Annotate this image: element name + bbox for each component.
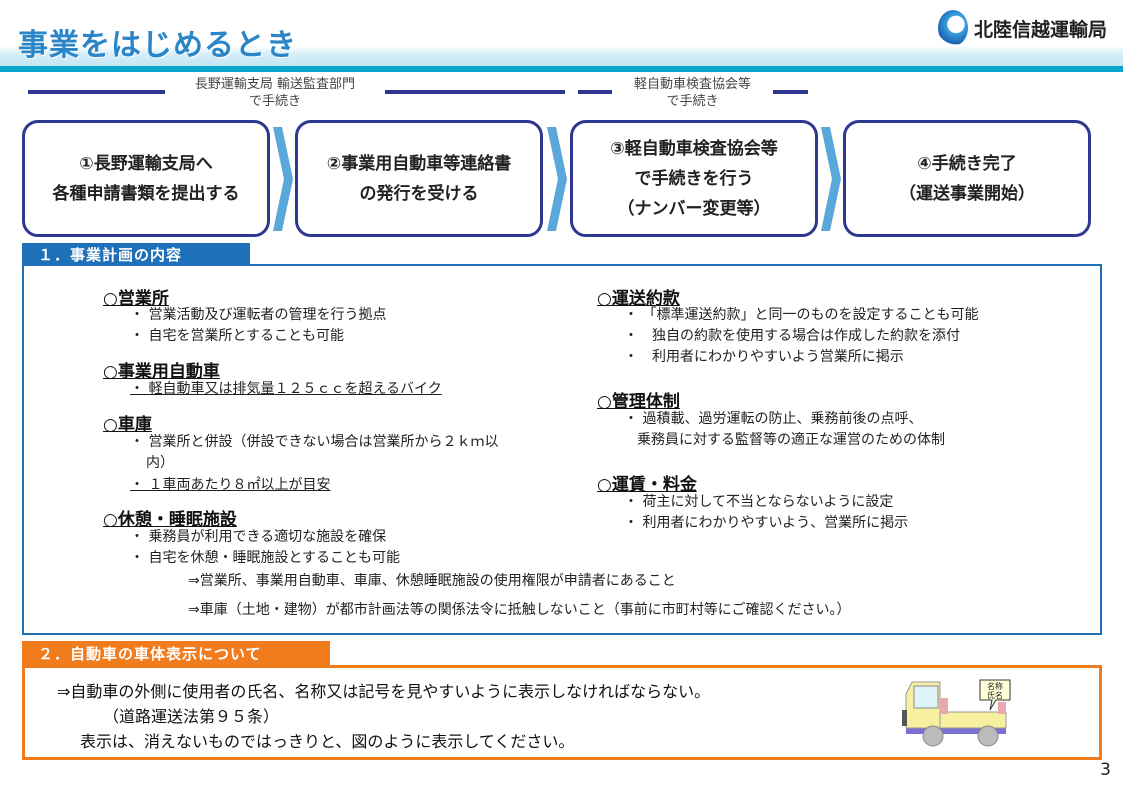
note: ⇒車庫（土地・建物）が都市計画法等の関係法令に抵触しないこと（事前に市町村等にご… — [188, 602, 851, 618]
step-text: の発行を受ける — [359, 183, 479, 204]
heading-office: ○営業所 — [103, 289, 169, 309]
arrow-right-icon — [821, 127, 841, 231]
list-item: 内） — [146, 455, 174, 471]
step-text: （ナンバー変更等） — [617, 198, 771, 219]
section-2-label: ２．自動車の車体表示について — [22, 641, 330, 665]
bracket-line — [28, 90, 165, 94]
list-item: ・ 「標準運送約款」と同一のものを設定することも可能 — [624, 307, 979, 323]
logo-text: 北陸信越運輸局 — [974, 18, 1108, 41]
bracket-text: で手続き — [248, 94, 301, 109]
step-3: ③軽自動車検査協会等で手続きを行う （ナンバー変更等） — [570, 120, 818, 237]
page-title: 事業をはじめるとき — [18, 28, 297, 63]
arrow-right-icon — [273, 127, 293, 231]
bracket-label-2: 軽自動車検査協会等で手続き — [615, 76, 770, 110]
page-number: 3 — [1100, 760, 1111, 780]
list-item: ・ 自宅を営業所とすることも可能 — [130, 328, 345, 344]
step-text: ④手続き完了 — [917, 153, 1017, 174]
step-text: で手続きを行う — [634, 168, 754, 189]
step-text: （運送事業開始） — [899, 183, 1035, 204]
list-item: ・ 軽自動車又は排気量１２５ｃｃを超えるバイク — [130, 381, 442, 397]
step-text: ③軽自動車検査協会等 — [610, 138, 778, 159]
list-item: ・ 利用者にわかりやすいよう、営業所に掲示 — [624, 515, 909, 531]
section-1-label: １．事業計画の内容 — [22, 243, 250, 265]
step-text: ①長野運輸支局へ — [79, 153, 213, 174]
step-2: ②事業用自動車等連絡書の発行を受ける — [295, 120, 543, 237]
step-4: ④手続き完了 （運送事業開始） — [843, 120, 1091, 237]
logo-mark-icon — [938, 10, 968, 46]
truck-illustration-icon: 名称 氏名 — [902, 679, 1011, 747]
header-rule — [0, 66, 1123, 72]
logo: 北陸信越運輸局 — [938, 10, 1107, 46]
section-2-box — [22, 665, 1102, 760]
arrow-right-icon — [547, 127, 567, 231]
list-item: ・ 利用者にわかりやすいよう営業所に掲示 — [624, 349, 904, 365]
bracket-line — [773, 90, 808, 94]
section-1-box — [22, 264, 1102, 635]
list-item: 乗務員に対する監督等の適正な運営のための体制 — [637, 432, 945, 448]
heading-vehicle: ○事業用自動車 — [103, 362, 220, 382]
bracket-line — [385, 90, 565, 94]
body-text: 表示は、消えないものではっきりと、図のように表示してください。 — [80, 732, 575, 751]
svg-text:氏名: 氏名 — [987, 690, 1003, 700]
body-text: （道路運送法第９５条） — [103, 707, 280, 726]
heading-fares: ○運賃・料金 — [597, 475, 697, 495]
heading-rest-facility: ○休憩・睡眠施設 — [103, 510, 237, 530]
svg-text:名称: 名称 — [987, 681, 1003, 691]
list-item: ・ 乗務員が利用できる適切な施設を確保 — [130, 529, 387, 545]
list-item: ・ １車両あたり８㎡以上が目安 — [130, 477, 331, 493]
list-item: ・ 荷主に対して不当とならないように設定 — [624, 494, 894, 510]
list-item: ・ 営業所と併設（併設できない場合は営業所から２ｋｍ以 — [130, 434, 499, 450]
bracket-label-1: 長野運輸支局 輸送監査部門で手続き — [170, 76, 380, 110]
bracket-line — [578, 90, 612, 94]
body-text: ⇒自動車の外側に使用者の氏名、名称又は記号を見やすいように表示しなければならない… — [57, 682, 711, 701]
step-text: 各種申請書類を提出する — [52, 183, 240, 204]
list-item: ・ 自宅を休憩・睡眠施設とすることも可能 — [130, 550, 401, 566]
heading-garage: ○車庫 — [103, 415, 152, 435]
list-item: ・ 独自の約款を使用する場合は作成した約款を添付 — [624, 328, 960, 344]
header-band — [0, 46, 1123, 66]
list-item: ・ 過積載、過労運転の防止、乗務前後の点呼、 — [624, 411, 923, 427]
note: ⇒営業所、事業用自動車、車庫、休憩睡眠施設の使用権限が申請者にあること — [188, 573, 676, 589]
step-1: ①長野運輸支局へ各種申請書類を提出する — [22, 120, 270, 237]
heading-terms: ○運送約款 — [597, 289, 680, 309]
heading-management: ○管理体制 — [597, 392, 680, 412]
step-text: ②事業用自動車等連絡書 — [326, 153, 512, 174]
bracket-text: で手続き — [666, 94, 719, 109]
bracket-text: 軽自動車検査協会等 — [633, 77, 751, 92]
bracket-text: 長野運輸支局 輸送監査部門 — [194, 77, 356, 92]
list-item: ・ 営業活動及び運転者の管理を行う拠点 — [130, 307, 387, 323]
